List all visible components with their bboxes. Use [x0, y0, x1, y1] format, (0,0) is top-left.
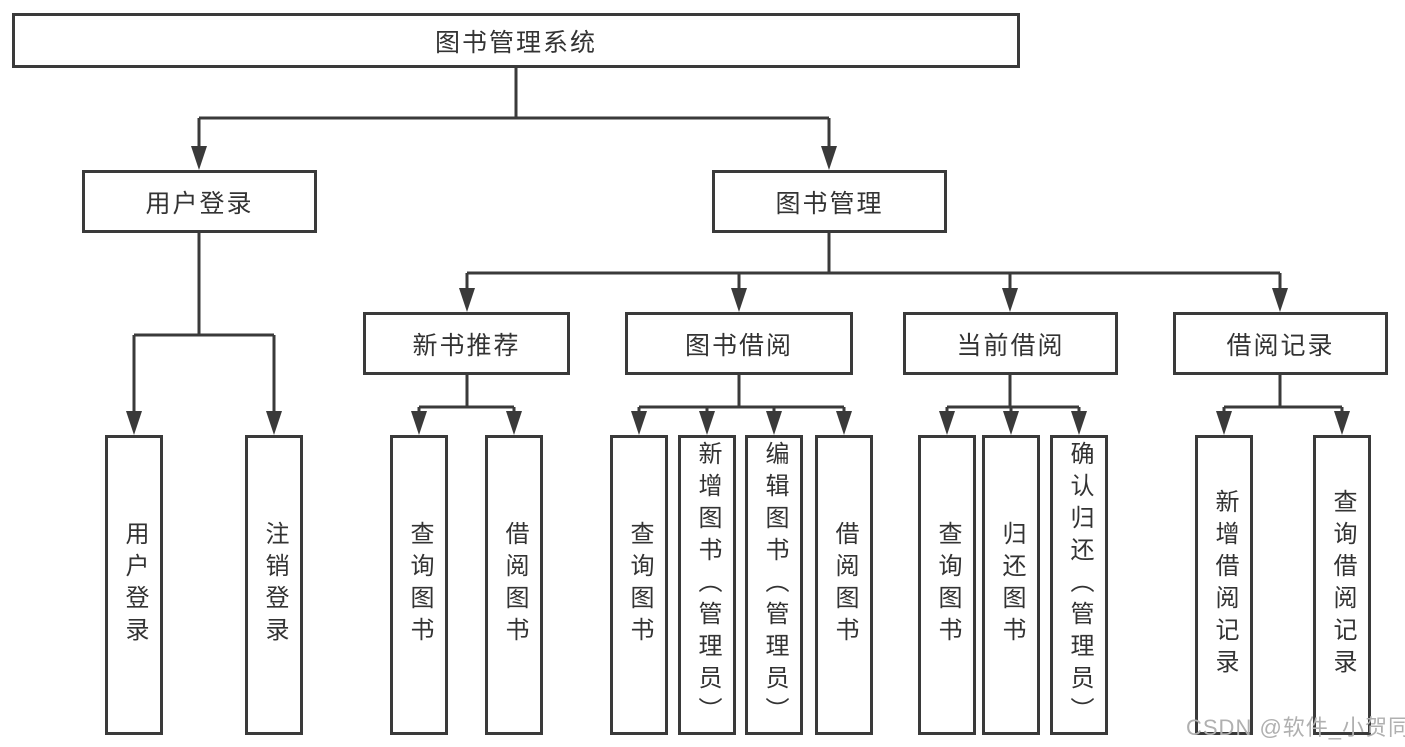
leaf-query-borrow-record: 查询借阅记录: [1313, 435, 1371, 735]
node-new-book-recommend: 新书推荐: [363, 312, 570, 375]
node-book-management: 图书管理: [712, 170, 947, 233]
node-book-borrow: 图书借阅: [625, 312, 853, 375]
leaf-add-books-admin: 新增图书（管理员）: [678, 435, 736, 735]
leaf-add-borrow-record: 新增借阅记录: [1195, 435, 1253, 735]
leaf-edit-books-admin: 编辑图书（管理员）: [745, 435, 803, 735]
node-user-login: 用户登录: [82, 170, 317, 233]
node-root: 图书管理系统: [12, 13, 1020, 68]
leaf-user-login: 用户登录: [105, 435, 163, 735]
watermark-text: CSDN @软件_小贺同学: [1186, 715, 1405, 740]
leaf-confirm-return-admin: 确认归还（管理员）: [1050, 435, 1108, 735]
node-borrow-records: 借阅记录: [1173, 312, 1388, 375]
node-current-borrow: 当前借阅: [903, 312, 1118, 375]
leaf-return-books: 归还图书: [982, 435, 1040, 735]
leaf-query-books-current: 查询图书: [918, 435, 976, 735]
leaf-borrow-books: 借阅图书: [815, 435, 873, 735]
arrowheads: [126, 146, 1350, 435]
leaf-logout: 注销登录: [245, 435, 303, 735]
leaf-query-books-borrow: 查询图书: [610, 435, 668, 735]
leaf-query-books-recommend: 查询图书: [390, 435, 448, 735]
leaf-borrow-books-recommend: 借阅图书: [485, 435, 543, 735]
